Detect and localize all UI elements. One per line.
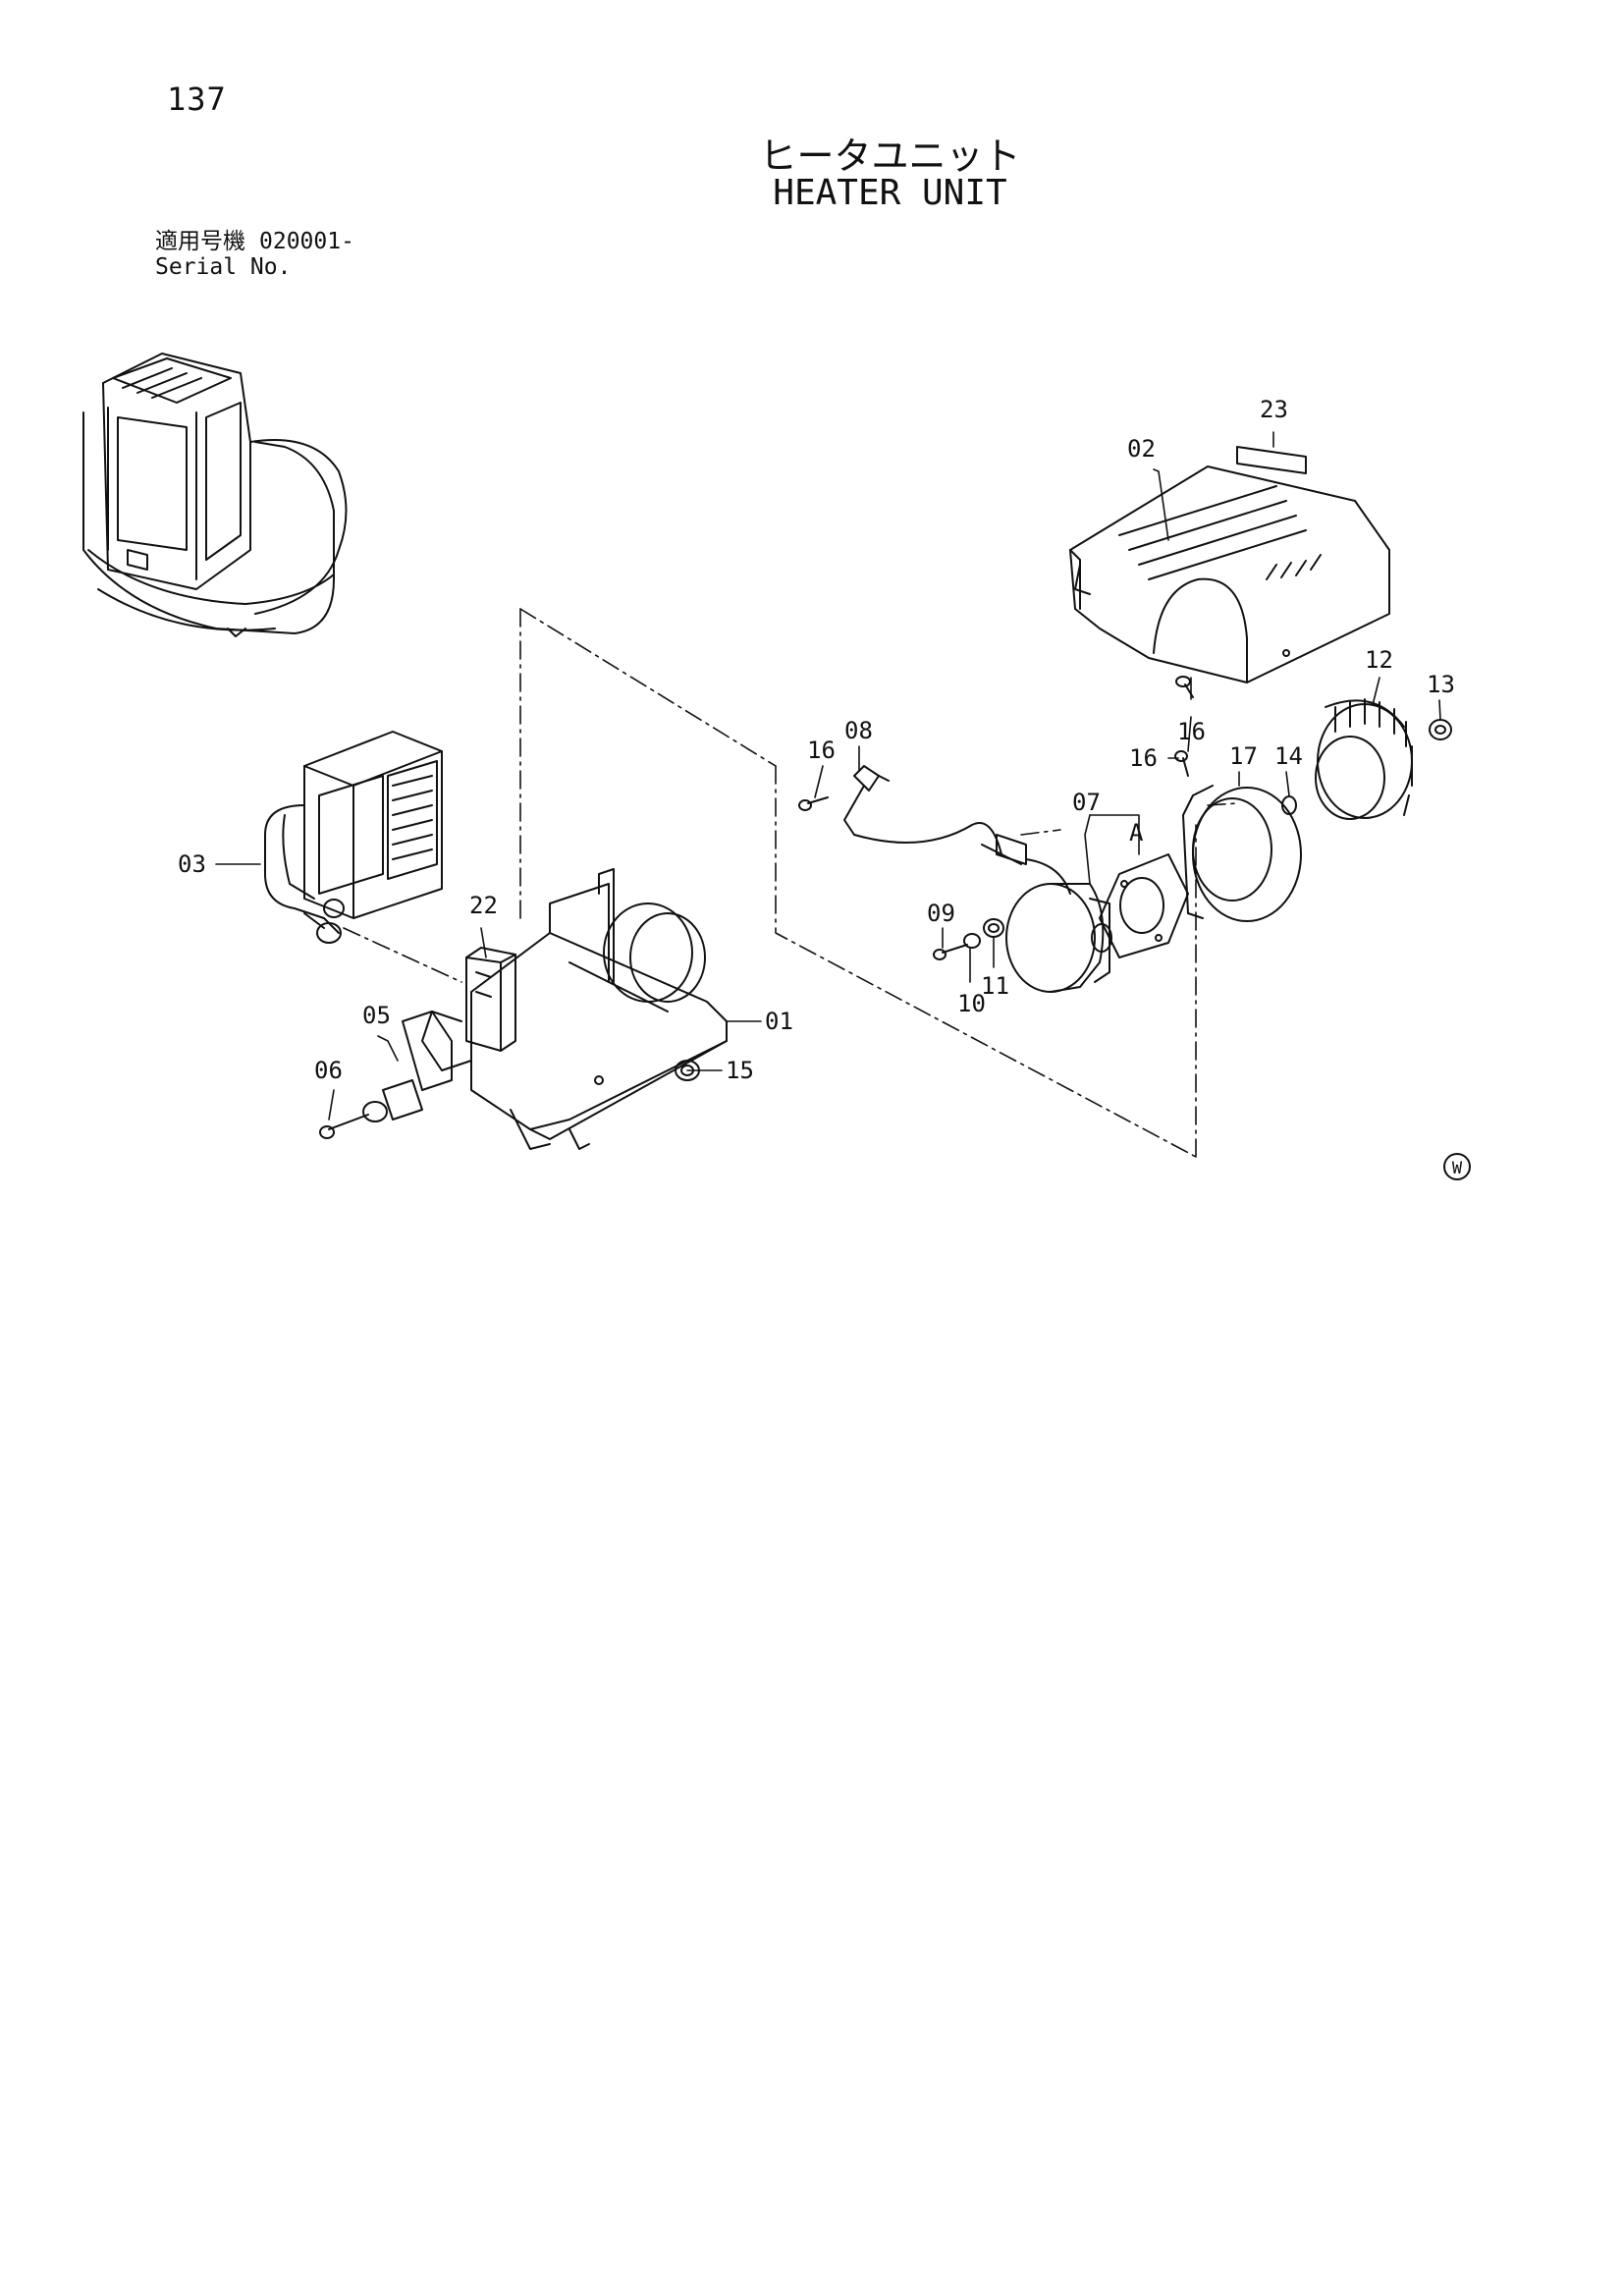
callout-13: 13 — [1427, 671, 1455, 698]
callout-03: 03 — [178, 850, 206, 878]
callout-16-left: 16 — [807, 737, 836, 764]
part-01-case — [421, 868, 728, 1150]
callout-07: 07 — [1072, 789, 1101, 816]
callout-05: 05 — [362, 1002, 391, 1029]
callout-12: 12 — [1365, 646, 1393, 674]
part-06-bolt — [319, 1101, 388, 1139]
callout-a: A — [1129, 819, 1144, 847]
part-08-harness — [843, 765, 1071, 895]
part-09-bolt — [933, 944, 968, 960]
callout-02: 02 — [1127, 435, 1156, 463]
serial-block: 適用号機 020001- Serial No. — [155, 229, 354, 280]
callout-labels: 23 02 03 01 15 22 05 06 07 A 08 16 16 16… — [178, 396, 1455, 1084]
page-number: 137 — [167, 81, 227, 118]
watermark-symbol: W — [1443, 1153, 1471, 1180]
callout-14: 14 — [1274, 742, 1303, 770]
callout-06: 06 — [314, 1057, 343, 1084]
serial-value: 020001- — [259, 229, 354, 254]
part-23-label — [1236, 446, 1307, 474]
callout-22: 22 — [469, 892, 498, 919]
title-japanese: ヒータユニット — [759, 135, 1021, 178]
part-14-washer — [1281, 795, 1297, 815]
part-17-fan-housing — [1182, 785, 1302, 922]
callout-23: 23 — [1260, 396, 1288, 423]
callout-16-mid: 16 — [1129, 744, 1158, 772]
callout-09: 09 — [927, 900, 955, 927]
callout-17: 17 — [1229, 742, 1258, 770]
callout-10: 10 — [957, 990, 986, 1017]
part-05-clip — [382, 1011, 453, 1121]
part-a-gasket — [1099, 853, 1189, 958]
part-10-washer — [963, 933, 981, 949]
machine-overview-illustration — [82, 353, 348, 637]
serial-label-en: Serial No. — [155, 254, 292, 280]
part-16-screw-a — [807, 796, 829, 804]
assembly-lines — [343, 608, 1238, 1158]
title-english: HEATER UNIT — [773, 173, 1007, 213]
part-02-cover — [1069, 465, 1390, 683]
callout-01: 01 — [765, 1008, 793, 1035]
part-22-bracket — [465, 947, 516, 1052]
serial-label-jp: 適用号機 — [155, 229, 245, 254]
callout-16-top: 16 — [1177, 718, 1206, 745]
leader-lines — [215, 431, 1441, 1121]
callout-11: 11 — [981, 972, 1009, 1000]
part-12-fan — [1315, 698, 1413, 820]
watermark-letter: W — [1452, 1159, 1463, 1178]
callout-15: 15 — [726, 1057, 754, 1084]
part-07-motor — [1005, 883, 1112, 993]
part-03-heater-core — [264, 731, 443, 944]
callout-08: 08 — [844, 717, 873, 744]
part-11-nut — [983, 918, 1004, 938]
part-13-nut — [1429, 719, 1452, 740]
